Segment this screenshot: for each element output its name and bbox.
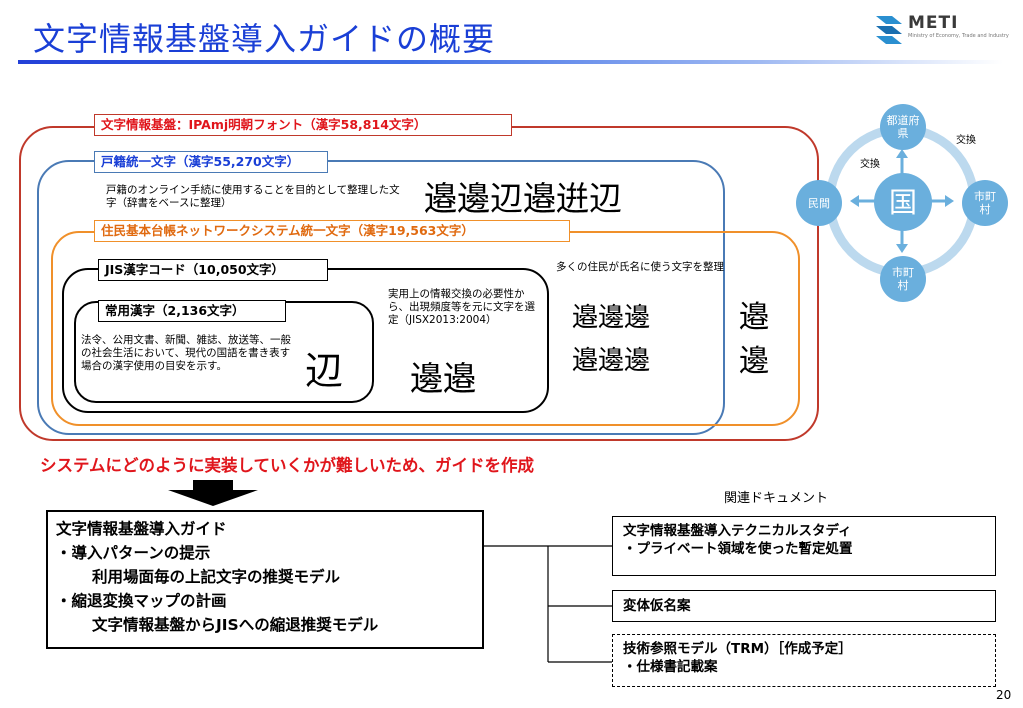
page-title: 文字情報基盤導入ガイドの概要 [33,20,496,58]
guide-subitem-recommended-model: 利用場面毎の上記文字の推奨モデル [92,568,341,586]
doc-trm-item: ・仕様書記載案 [623,659,718,675]
guide-box: 文字情報基盤導入ガイド ・導入パターンの提示 利用場面毎の上記文字の推奨モデル … [46,510,484,649]
title-underline [18,60,1003,64]
juki-label: 住民基本台帳ネットワークシステム統一文字（漢字19,563文字） [94,220,570,242]
koseki-description: 戸籍のオンライン手続に使用することを目的として整理した文字（辞書をベースに整理） [106,184,400,209]
jis-label: JIS漢字コード（10,050文字） [98,259,328,281]
jis-kanji: 邊邉 [410,359,476,398]
node-municipality-bottom: 市町村 [880,256,926,302]
logo-text: METI [908,13,959,33]
meti-logo: METI Ministry of Economy, Trade and Indu… [872,12,1012,48]
meti-logo-icon [876,16,902,44]
node-center-kuni: 国 [874,173,932,231]
connector-lines [484,545,612,663]
juki-description: 多くの住民が氏名に使う文字を整理 [556,261,724,273]
exchange-label-left: 交換 [860,159,880,170]
joyo-kanji: 辺 [305,349,344,393]
related-docs-heading: 関連ドキュメント [724,491,829,506]
guide-subitem-degeneration-model: 文字情報基盤からJISへの縮退推奨モデル [92,616,379,634]
juki-kanji-row2: 邉邊邊 [572,346,651,376]
exchange-label-right: 交換 [956,135,976,146]
related-doc-technical-study: 文字情報基盤導入テクニカルスタディ ・プライベート領域を使った暫定処置 [612,516,996,576]
page-number: 20 [996,688,1012,702]
joyo-label: 常用漢字（2,136文字） [98,300,286,322]
guide-item-patterns: ・導入パターンの提示 [56,544,211,562]
jis-description: 実用上の情報交換の必要性から、出現頻度等を元に文字を選定（JISX2013:20… [388,288,535,326]
joyo-description: 法令、公用文書、新聞、雑誌、放送等、一般の社会生活において、現代の国語を書き表す… [81,334,291,372]
node-prefecture: 都道府県 [880,104,926,150]
guide-title: 文字情報基盤導入ガイド [56,520,227,538]
ipamj-label: 文字情報基盤：IPAmj明朝フォント（漢字58,814文字） [94,114,512,136]
doc-technical-study-item: ・プライベート領域を使った暫定処置 [623,541,853,557]
node-municipality-right: 市町村 [962,180,1008,226]
guide-item-mapping: ・縮退変換マップの計画 [56,592,227,610]
node-private: 民間 [796,180,842,226]
juki-kanji-right-bottom: 邊 [739,344,769,379]
down-arrow-icon [168,480,258,506]
juki-kanji-row1: 邉邊邊 [572,303,651,333]
koseki-kanji: 邉邊辺邉逬辺 [424,179,622,218]
doc-hentaigana-title: 変体仮名案 [623,598,691,614]
related-doc-hentaigana: 変体仮名案 [612,590,996,622]
doc-technical-study-title: 文字情報基盤導入テクニカルスタディ [623,523,852,539]
implementation-message: システムにどのように実装していくかが難しいため、ガイドを作成 [40,456,535,475]
doc-trm-title: 技術参照モデル（TRM）［作成予定］ [623,641,852,657]
juki-kanji-right-top: 邉 [739,300,769,335]
koseki-frame [37,160,725,435]
koseki-label: 戸籍統一文字（漢字55,270文字） [94,151,328,173]
related-doc-trm: 技術参照モデル（TRM）［作成予定］ ・仕様書記載案 [612,634,996,687]
logo-subtext: Ministry of Economy, Trade and Industry [908,33,1009,39]
